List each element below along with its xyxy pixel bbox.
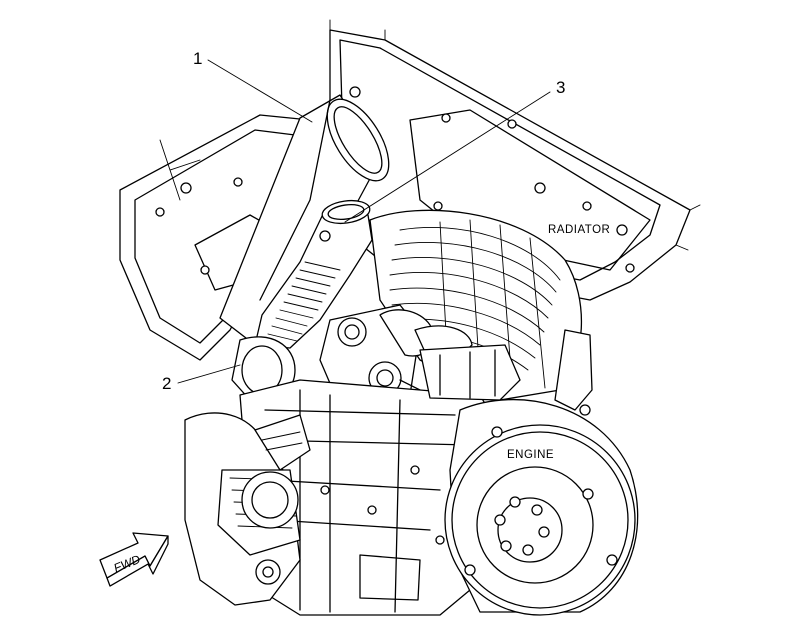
- callout-2: 2: [162, 374, 171, 393]
- flywheel-housing: [444, 398, 639, 616]
- callout-2-leader: [177, 364, 241, 384]
- callout-leaders: [177, 59, 551, 384]
- callout-1-leader: [207, 59, 313, 123]
- front-pulleys: [184, 412, 311, 606]
- callout-3-leader: [344, 91, 551, 223]
- callout-3: 3: [556, 78, 565, 97]
- callout-1: 1: [193, 49, 202, 68]
- intake-hose: [254, 199, 373, 349]
- forward-arrow: FWD: [99, 532, 169, 587]
- engine-label: ENGINE: [507, 449, 554, 461]
- radiator-label: RADIATOR: [548, 224, 610, 236]
